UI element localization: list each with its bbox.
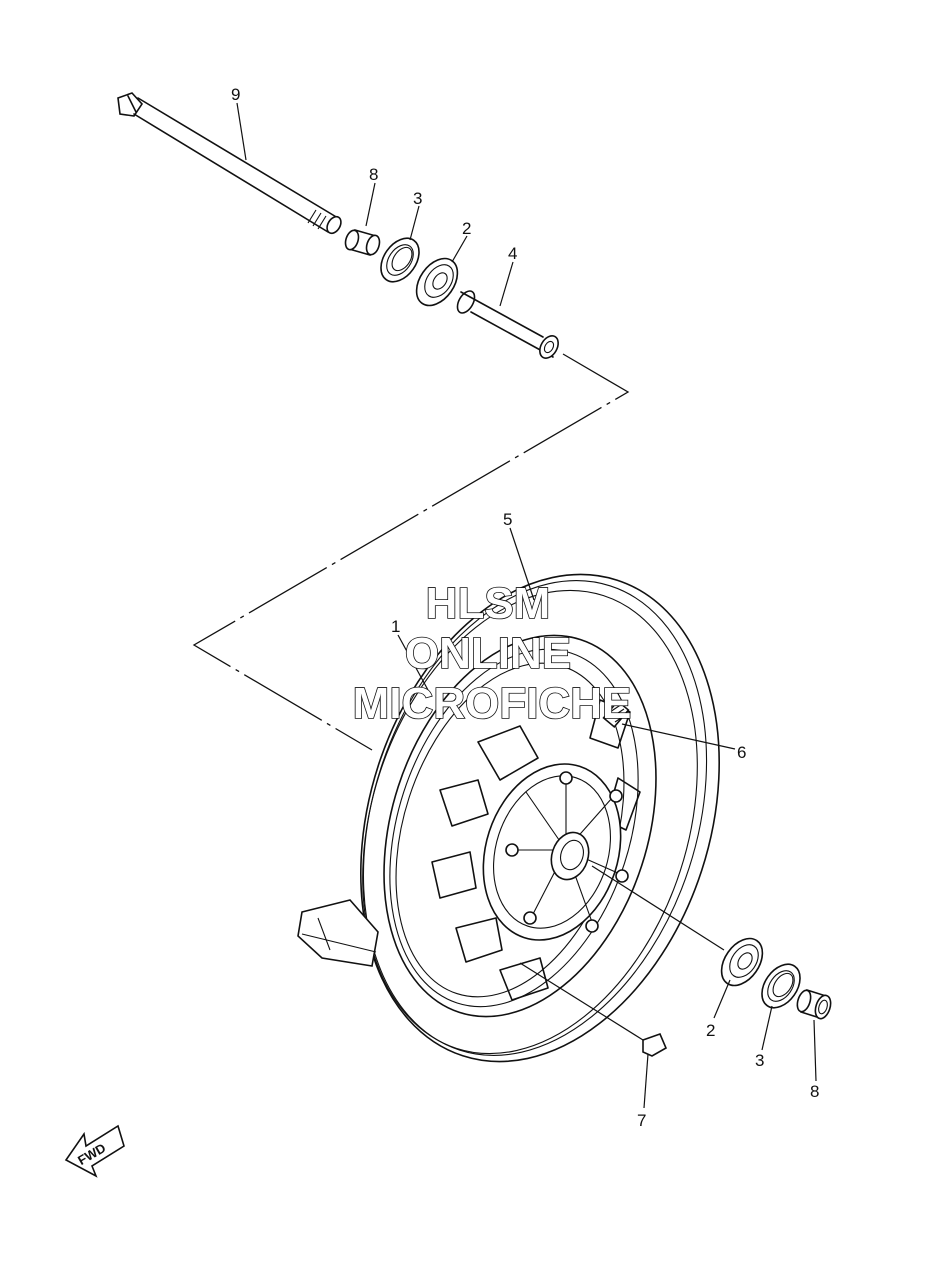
watermark-line-2: ONLINE xyxy=(405,629,571,678)
collar-bottom-part[interactable] xyxy=(795,988,833,1021)
watermark-line-3: MICROFICHE xyxy=(353,679,632,728)
spacer-part[interactable] xyxy=(454,288,562,361)
callout-8-top: 8 xyxy=(369,165,378,184)
callout-2-bottom: 2 xyxy=(706,1021,715,1040)
bearing-top-part[interactable] xyxy=(408,251,466,313)
callout-1: 1 xyxy=(391,617,400,636)
callout-2-top: 2 xyxy=(462,219,471,238)
callout-3-bottom: 3 xyxy=(755,1051,764,1070)
valve-part[interactable] xyxy=(602,699,630,729)
callout-8-bottom: 8 xyxy=(810,1082,819,1101)
watermark-line-1: HLSM xyxy=(426,579,551,628)
wheel-assembly[interactable] xyxy=(297,528,779,1109)
oil-seal-bottom-part[interactable] xyxy=(754,957,808,1015)
callout-3-top: 3 xyxy=(413,189,422,208)
callout-5: 5 xyxy=(503,510,512,529)
bearing-bottom-part[interactable] xyxy=(713,931,771,993)
callout-4: 4 xyxy=(508,244,517,263)
axle-centerline xyxy=(192,353,630,751)
callout-7: 7 xyxy=(637,1111,646,1130)
callout-9: 9 xyxy=(231,85,240,104)
collar-top-part[interactable] xyxy=(343,229,382,257)
forward-direction-arrow: FWD xyxy=(64,1124,125,1178)
oil-seal-top-part[interactable] xyxy=(373,231,427,289)
axle-part[interactable] xyxy=(117,92,344,236)
balance-weight-part[interactable] xyxy=(642,1032,668,1057)
callout-6: 6 xyxy=(737,743,746,762)
watermark: HLSM ONLINE MICROFICHE xyxy=(352,578,632,729)
leader-lines xyxy=(236,102,817,1109)
